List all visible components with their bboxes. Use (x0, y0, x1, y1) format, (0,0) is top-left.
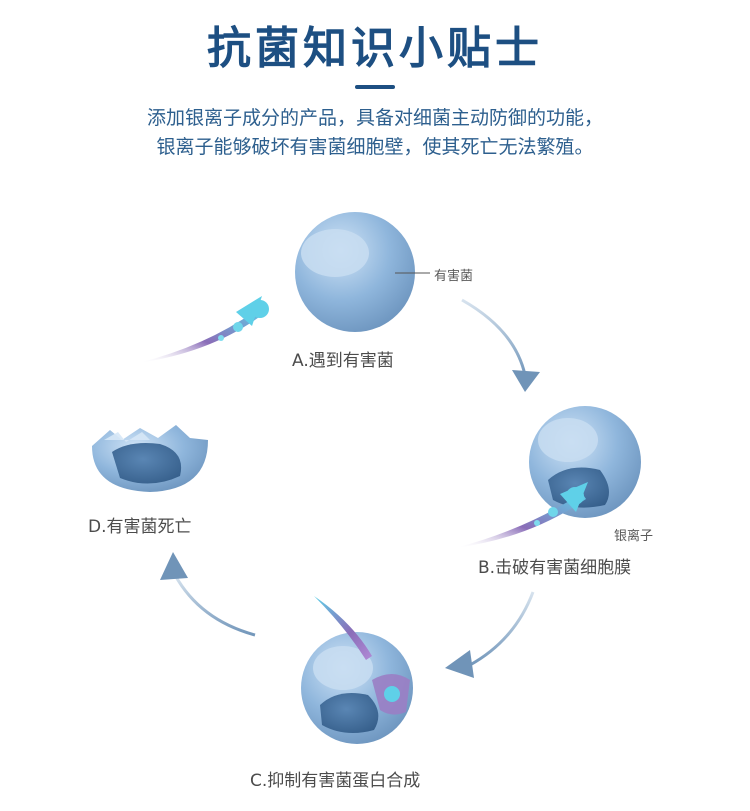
stage-b-label: B.击破有害菌细胞膜 (478, 558, 632, 578)
stage-a-ion-stream (138, 296, 269, 363)
stage-a-callout: 有害菌 (434, 269, 474, 284)
stage-b-ion-stream (455, 482, 588, 548)
silver-ion-icon (233, 322, 243, 332)
silver-ion-icon (218, 335, 224, 341)
title-underline (355, 85, 395, 89)
stage-b-callout: 银离子 (614, 529, 654, 544)
intro-line-2: 银离子能够破坏有害菌细胞壁，使其死亡无法繁殖。 (156, 136, 594, 158)
silver-ion-icon (384, 686, 400, 702)
cycle-arrows (160, 298, 540, 678)
page-title: 抗菌知识小贴士 (207, 23, 543, 74)
stage-c-label: C.抑制有害菌蛋白合成 (250, 771, 421, 791)
stage-c-bacterium (301, 632, 413, 744)
intro-text: 添加银离子成分的产品，具备对细菌主动防御的功能， 银离子能够破坏有害菌细胞壁，使… (0, 104, 750, 162)
silver-ion-icon (534, 520, 540, 526)
stage-b-bacterium (529, 406, 641, 518)
arrow-b-to-c (445, 591, 535, 678)
stage-c-ion-stream (314, 596, 400, 702)
stage-a-label: A.遇到有害菌 (292, 351, 394, 371)
arrow-a-to-b (461, 298, 540, 392)
intro-line-1: 添加银离子成分的产品，具备对细菌主动防御的功能， (146, 107, 603, 129)
silver-ion-icon (251, 300, 269, 318)
arrow-c-to-d (160, 552, 256, 637)
stage-d-label: D.有害菌死亡 (88, 517, 192, 537)
silver-ion-icon (566, 487, 584, 505)
silver-ion-icon (548, 507, 558, 517)
stage-d-bacterium (92, 425, 208, 492)
stage-a-bacterium (295, 212, 430, 332)
